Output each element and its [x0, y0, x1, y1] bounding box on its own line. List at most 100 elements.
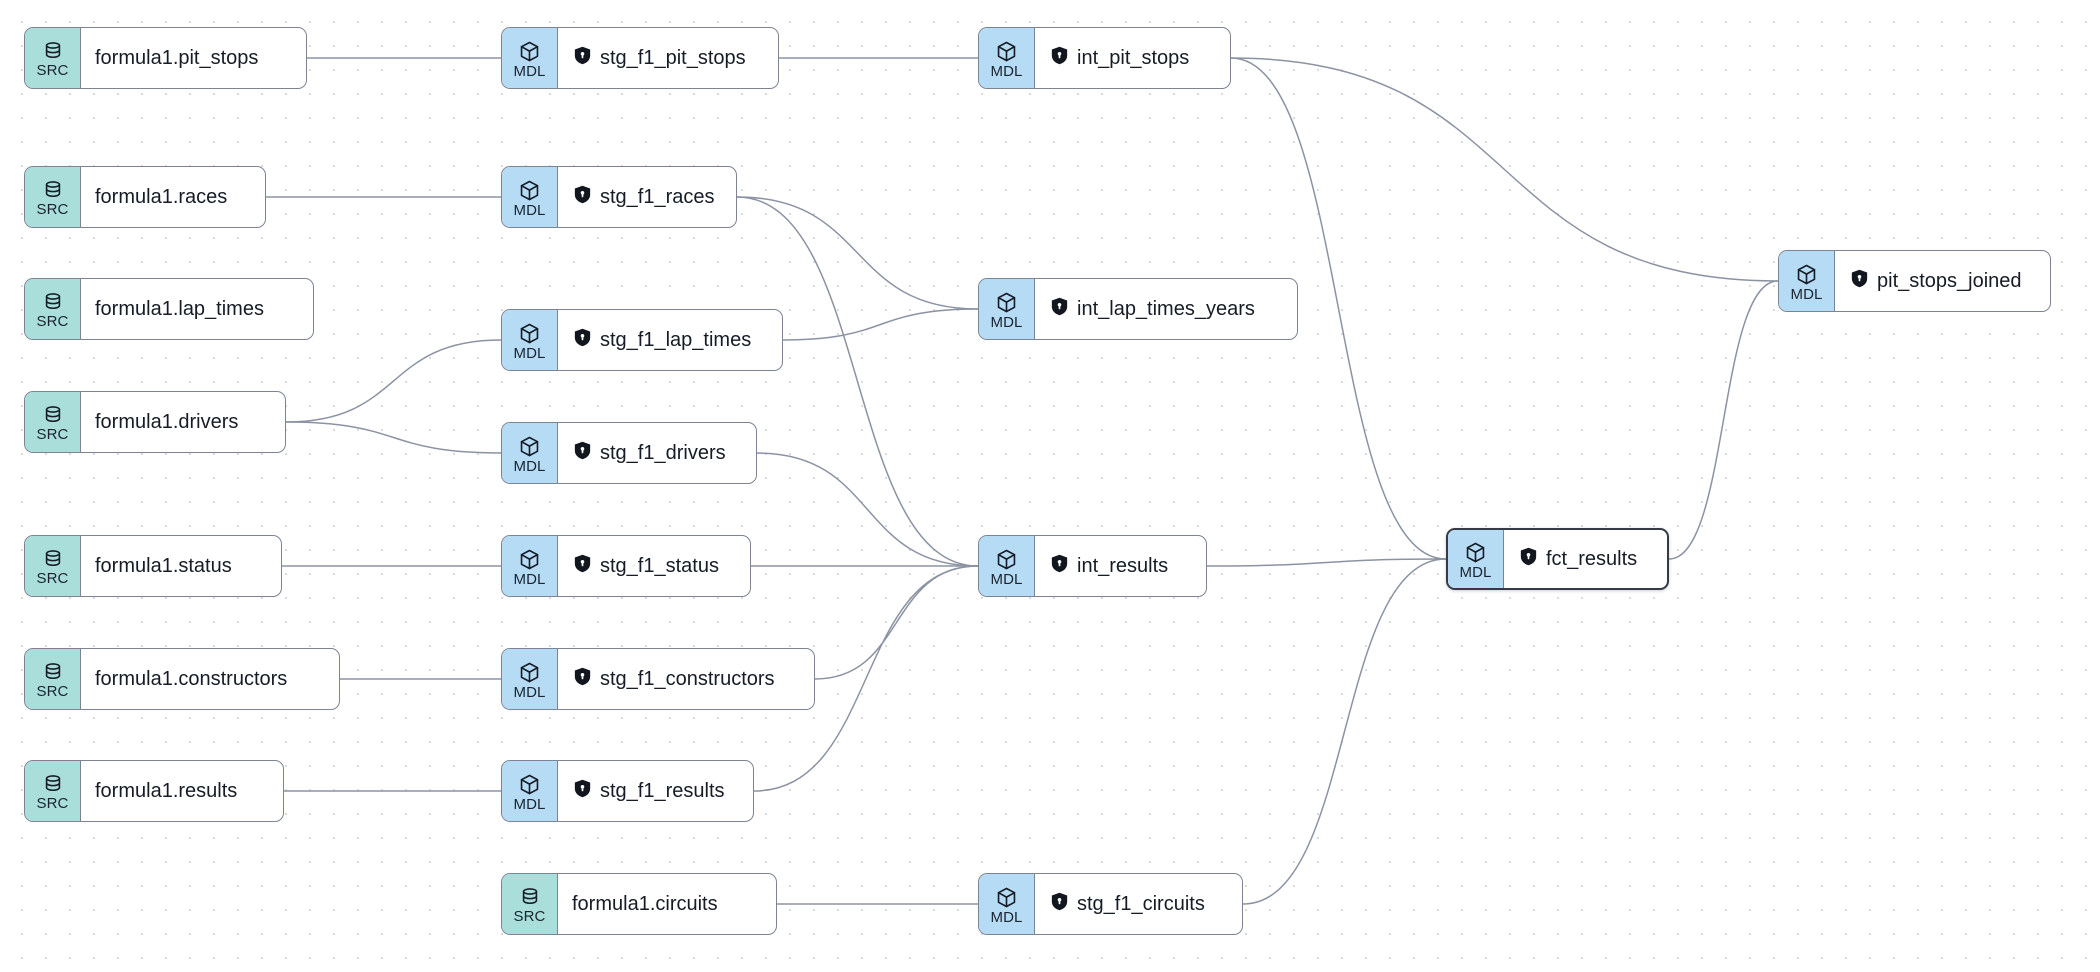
node-body[interactable]: formula1.drivers — [81, 392, 285, 452]
badge-label: SRC — [36, 683, 69, 700]
src-type-badge: SRC — [25, 536, 81, 596]
lineage-node-stg_circuits[interactable]: MDL stg_f1_circuits — [978, 873, 1243, 935]
lineage-node-int_results[interactable]: MDL int_results — [978, 535, 1207, 597]
lineage-node-int_pit_stops[interactable]: MDL int_pit_stops — [978, 27, 1231, 89]
edge-int_results-to-fct_results — [1206, 558, 1447, 567]
lineage-node-stg_pit_stops[interactable]: MDL stg_f1_pit_stops — [501, 27, 779, 89]
lineage-node-src_circuits[interactable]: SRC formula1.circuits — [501, 873, 777, 935]
badge-label: MDL — [1459, 563, 1492, 581]
node-label-pit_stops_joined: pit_stops_joined — [1877, 270, 2022, 292]
edge-stg_constructors-to-int_results — [814, 565, 979, 680]
lineage-node-src_constructors[interactable]: SRC formula1.constructors — [24, 648, 340, 710]
node-body[interactable]: stg_f1_circuits — [1035, 874, 1242, 934]
database-icon — [519, 886, 541, 908]
lineage-node-src_pit_stops[interactable]: SRC formula1.pit_stops — [24, 27, 307, 89]
node-body[interactable]: pit_stops_joined — [1835, 251, 2050, 311]
badge-label: MDL — [513, 795, 546, 813]
database-icon — [42, 661, 64, 683]
node-body[interactable]: int_lap_times_years — [1035, 279, 1297, 339]
database-icon — [42, 404, 64, 426]
lineage-node-stg_status[interactable]: MDL stg_f1_status — [501, 535, 751, 597]
src-type-badge: SRC — [25, 28, 81, 88]
lineage-node-stg_results[interactable]: MDL stg_f1_results — [501, 760, 754, 822]
badge-label: MDL — [513, 570, 546, 588]
node-body[interactable]: stg_f1_status — [558, 536, 750, 596]
shield-lock-icon — [1851, 269, 1868, 293]
edge-fct_results-to-pit_stops_joined — [1668, 280, 1779, 560]
node-label-src_circuits: formula1.circuits — [572, 893, 718, 915]
lineage-node-int_lap_times_years[interactable]: MDL int_lap_times_years — [978, 278, 1298, 340]
lineage-node-stg_races[interactable]: MDL stg_f1_races — [501, 166, 737, 228]
mdl-type-badge: MDL — [1448, 530, 1504, 588]
node-label-stg_drivers: stg_f1_drivers — [600, 442, 726, 464]
lineage-node-src_status[interactable]: SRC formula1.status — [24, 535, 282, 597]
edge-src_drivers-to-stg_drivers — [285, 421, 502, 454]
shield-lock-icon — [1520, 547, 1537, 571]
node-body[interactable]: stg_f1_pit_stops — [558, 28, 778, 88]
node-label-stg_pit_stops: stg_f1_pit_stops — [600, 47, 746, 69]
cube-icon — [518, 322, 541, 345]
node-body[interactable]: formula1.constructors — [81, 649, 339, 709]
shield-lock-icon — [574, 441, 591, 465]
src-type-badge: SRC — [25, 649, 81, 709]
badge-label: SRC — [36, 313, 69, 330]
badge-label: MDL — [513, 457, 546, 475]
edge-stg_drivers-to-int_results — [756, 452, 979, 567]
node-label-src_drivers: formula1.drivers — [95, 411, 239, 433]
src-type-badge: SRC — [502, 874, 558, 934]
node-label-stg_races: stg_f1_races — [600, 186, 715, 208]
lineage-node-stg_constructors[interactable]: MDL stg_f1_constructors — [501, 648, 815, 710]
node-body[interactable]: int_results — [1035, 536, 1206, 596]
shield-lock-icon — [574, 667, 591, 691]
node-body[interactable]: formula1.lap_times — [81, 279, 313, 339]
lineage-node-stg_lap_times[interactable]: MDL stg_f1_lap_times — [501, 309, 783, 371]
src-type-badge: SRC — [25, 279, 81, 339]
src-type-badge: SRC — [25, 167, 81, 227]
node-label-src_results: formula1.results — [95, 780, 238, 802]
badge-label: SRC — [36, 570, 69, 587]
badge-label: MDL — [990, 313, 1023, 331]
shield-lock-icon — [1051, 46, 1068, 70]
database-icon — [42, 548, 64, 570]
lineage-node-src_races[interactable]: SRC formula1.races — [24, 166, 266, 228]
badge-label: MDL — [513, 201, 546, 219]
node-label-stg_status: stg_f1_status — [600, 555, 719, 577]
node-body[interactable]: stg_f1_races — [558, 167, 736, 227]
cube-icon — [518, 40, 541, 63]
badge-label: MDL — [513, 344, 546, 362]
lineage-node-stg_drivers[interactable]: MDL stg_f1_drivers — [501, 422, 757, 484]
node-body[interactable]: int_pit_stops — [1035, 28, 1230, 88]
node-label-stg_lap_times: stg_f1_lap_times — [600, 329, 752, 351]
badge-label: SRC — [36, 795, 69, 812]
node-body[interactable]: stg_f1_results — [558, 761, 753, 821]
edge-src_drivers-to-stg_lap_times — [285, 339, 502, 423]
cube-icon — [995, 40, 1018, 63]
lineage-node-pit_stops_joined[interactable]: MDL pit_stops_joined — [1778, 250, 2051, 312]
mdl-type-badge: MDL — [502, 28, 558, 88]
node-body[interactable]: formula1.results — [81, 761, 283, 821]
shield-lock-icon — [574, 46, 591, 70]
cube-icon — [518, 773, 541, 796]
node-body[interactable]: formula1.races — [81, 167, 265, 227]
node-body[interactable]: formula1.pit_stops — [81, 28, 306, 88]
lineage-node-src_results[interactable]: SRC formula1.results — [24, 760, 284, 822]
node-label-stg_circuits: stg_f1_circuits — [1077, 893, 1205, 915]
shield-lock-icon — [1051, 554, 1068, 578]
cube-icon — [518, 179, 541, 202]
node-body[interactable]: formula1.circuits — [558, 874, 776, 934]
database-icon — [42, 773, 64, 795]
node-label-stg_results: stg_f1_results — [600, 780, 725, 802]
cube-icon — [1795, 263, 1818, 286]
node-body[interactable]: stg_f1_lap_times — [558, 310, 782, 370]
lineage-node-src_lap_times[interactable]: SRC formula1.lap_times — [24, 278, 314, 340]
lineage-node-src_drivers[interactable]: SRC formula1.drivers — [24, 391, 286, 453]
node-body[interactable]: stg_f1_drivers — [558, 423, 756, 483]
lineage-node-fct_results[interactable]: MDL fct_results — [1446, 528, 1669, 590]
node-body[interactable]: stg_f1_constructors — [558, 649, 814, 709]
node-label-src_status: formula1.status — [95, 555, 232, 577]
edge-stg_races-to-int_results — [736, 196, 979, 567]
node-body[interactable]: fct_results — [1504, 530, 1667, 588]
node-body[interactable]: formula1.status — [81, 536, 281, 596]
